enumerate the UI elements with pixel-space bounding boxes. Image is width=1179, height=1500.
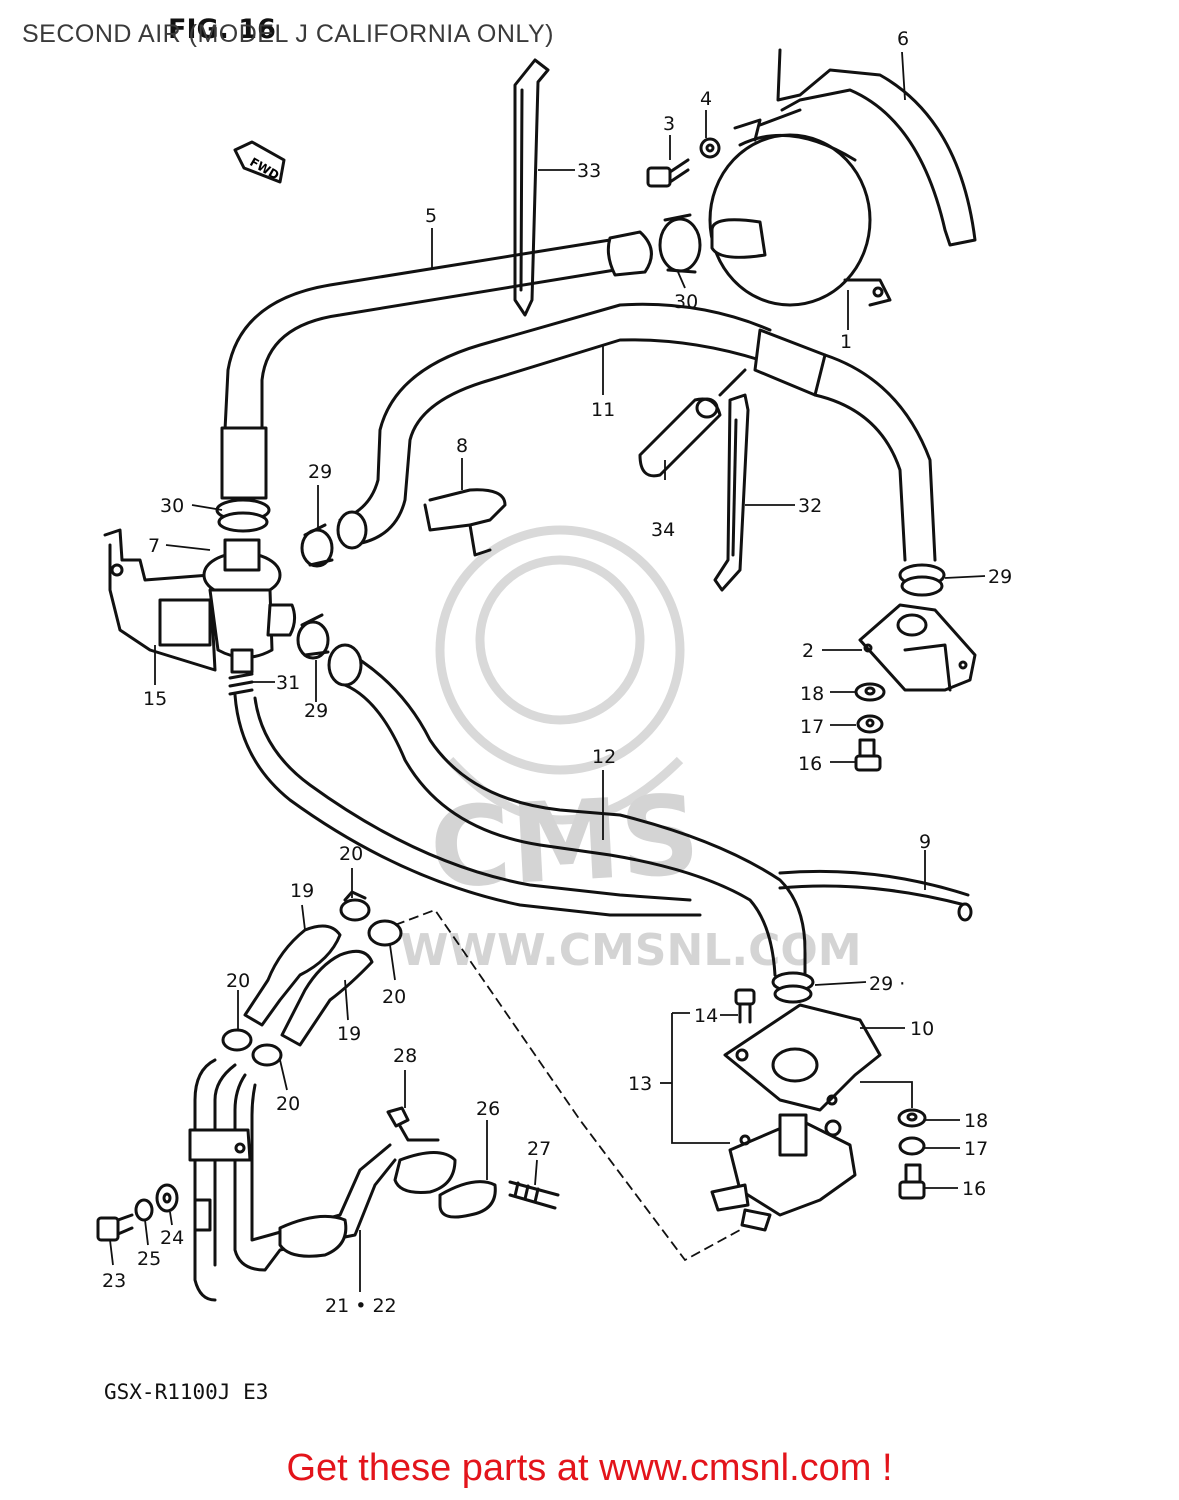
figure-number: FIG. 16	[168, 14, 276, 45]
clamp-20-low	[251, 1043, 283, 1067]
clamp-29-bottom	[771, 971, 815, 1004]
callout-19-bottom: 19	[337, 1023, 361, 1045]
air-cut-valve-1	[708, 118, 892, 307]
callout-29-lower: 29	[304, 700, 328, 722]
washer-17-upper	[856, 714, 884, 734]
forward-arrow-icon: FWD	[233, 140, 286, 184]
callout-18-lower: 18	[964, 1110, 988, 1132]
callout-6: 6	[897, 28, 909, 50]
callout-26: 26	[476, 1098, 500, 1120]
page-title: SECOND AIR (MODEL J CALIFORNIA ONLY)	[22, 20, 554, 48]
hose-9	[778, 869, 973, 922]
callout-34: 34	[651, 519, 675, 541]
callout-27: 27	[527, 1138, 551, 1160]
callout-2: 2	[802, 640, 814, 662]
clamp-29-lower	[296, 613, 330, 660]
callout-33: 33	[577, 160, 601, 182]
bolt-23	[96, 1213, 134, 1242]
washer-17-lower	[898, 1136, 926, 1156]
model-code: GSX-R1100J E3	[104, 1380, 269, 1404]
bolt-16-lower	[898, 1163, 926, 1200]
callout-4: 4	[700, 88, 712, 110]
strap-33	[513, 58, 550, 317]
callout-21-22: 21 • 22	[325, 1295, 397, 1317]
clamp-20-top	[339, 890, 371, 922]
washer-25	[134, 1198, 154, 1222]
valve-body-13	[710, 1113, 857, 1232]
bolt-16-upper	[854, 738, 882, 772]
callout-20-bottom: 20	[276, 1093, 300, 1115]
callout-24: 24	[160, 1227, 184, 1249]
plate-10	[723, 1003, 882, 1112]
flange-2	[858, 603, 977, 692]
callout-15: 15	[143, 688, 167, 710]
bolt-14	[734, 988, 756, 1024]
stud-27	[508, 1180, 560, 1210]
callout-17-upper: 17	[800, 716, 824, 738]
callout-18-upper: 18	[800, 683, 824, 705]
callout-14: 14	[694, 1005, 718, 1027]
callout-16-lower: 16	[962, 1178, 986, 1200]
callout-30-left: 30	[160, 495, 184, 517]
callout-5: 5	[425, 205, 437, 227]
callout-28: 28	[393, 1045, 417, 1067]
callout-12: 12	[592, 746, 616, 768]
callout-23: 23	[102, 1270, 126, 1292]
washer-4	[699, 137, 721, 159]
callout-13: 13	[628, 1073, 652, 1095]
hose-19-left	[243, 924, 342, 1027]
callout-29-upper: 29	[308, 461, 332, 483]
clip-8	[423, 488, 507, 557]
clamp-20-left	[221, 1028, 253, 1052]
pipe-21-22	[188, 1058, 397, 1302]
leader-lines	[109, 51, 986, 1292]
hose-11	[336, 302, 937, 562]
callout-31: 31	[276, 672, 300, 694]
clamp-29-upper	[300, 523, 334, 568]
callout-19-top: 19	[290, 880, 314, 902]
callout-30-upper: 30	[674, 291, 698, 313]
hose-5	[220, 230, 653, 500]
watermark-url: WWW.CMSNL.COM	[400, 925, 862, 976]
cms-watermark: CMS WWW.CMSNL.COM	[400, 525, 862, 976]
callout-20-right: 20	[382, 986, 406, 1008]
callout-numbers: 1 2 3 4 5 6 7 8 9 10 11 12 13 14 15 16 1…	[102, 28, 1012, 1317]
callout-29-right: 29	[988, 566, 1012, 588]
callout-10: 10	[910, 1018, 934, 1040]
washer-18-upper	[854, 682, 886, 702]
callout-11: 11	[591, 399, 615, 421]
hose-12	[233, 643, 807, 977]
clamp-20-mid	[367, 919, 403, 947]
callout-9: 9	[919, 831, 931, 853]
hose-19-right	[280, 949, 374, 1047]
reed-valve-7	[202, 538, 297, 674]
cta-link[interactable]: Get these parts at www.cmsnl.com !	[286, 1447, 893, 1489]
cap-34	[638, 368, 747, 478]
clamp-29-right	[898, 563, 946, 597]
gasket-26	[393, 1151, 497, 1219]
bracket-6	[758, 48, 977, 247]
bolt-28	[386, 1106, 440, 1142]
callout-32: 32	[798, 495, 822, 517]
callout-7: 7	[148, 535, 160, 557]
callout-3: 3	[663, 113, 675, 135]
callout-20-left: 20	[226, 970, 250, 992]
clamp-31	[228, 672, 254, 696]
callout-29-bottom: 29 ·	[869, 973, 905, 995]
clamp-30-top	[658, 213, 702, 274]
clamp-30-left	[215, 498, 271, 533]
callout-17-lower: 17	[964, 1138, 988, 1160]
washer-18-lower	[897, 1108, 927, 1128]
callout-8: 8	[456, 435, 468, 457]
washer-24	[155, 1183, 179, 1213]
callout-16-upper: 16	[798, 753, 822, 775]
callout-1: 1	[840, 331, 852, 353]
callout-20-top: 20	[339, 843, 363, 865]
callout-25: 25	[137, 1248, 161, 1270]
bolt-3	[646, 158, 690, 188]
strap-32	[713, 393, 750, 592]
